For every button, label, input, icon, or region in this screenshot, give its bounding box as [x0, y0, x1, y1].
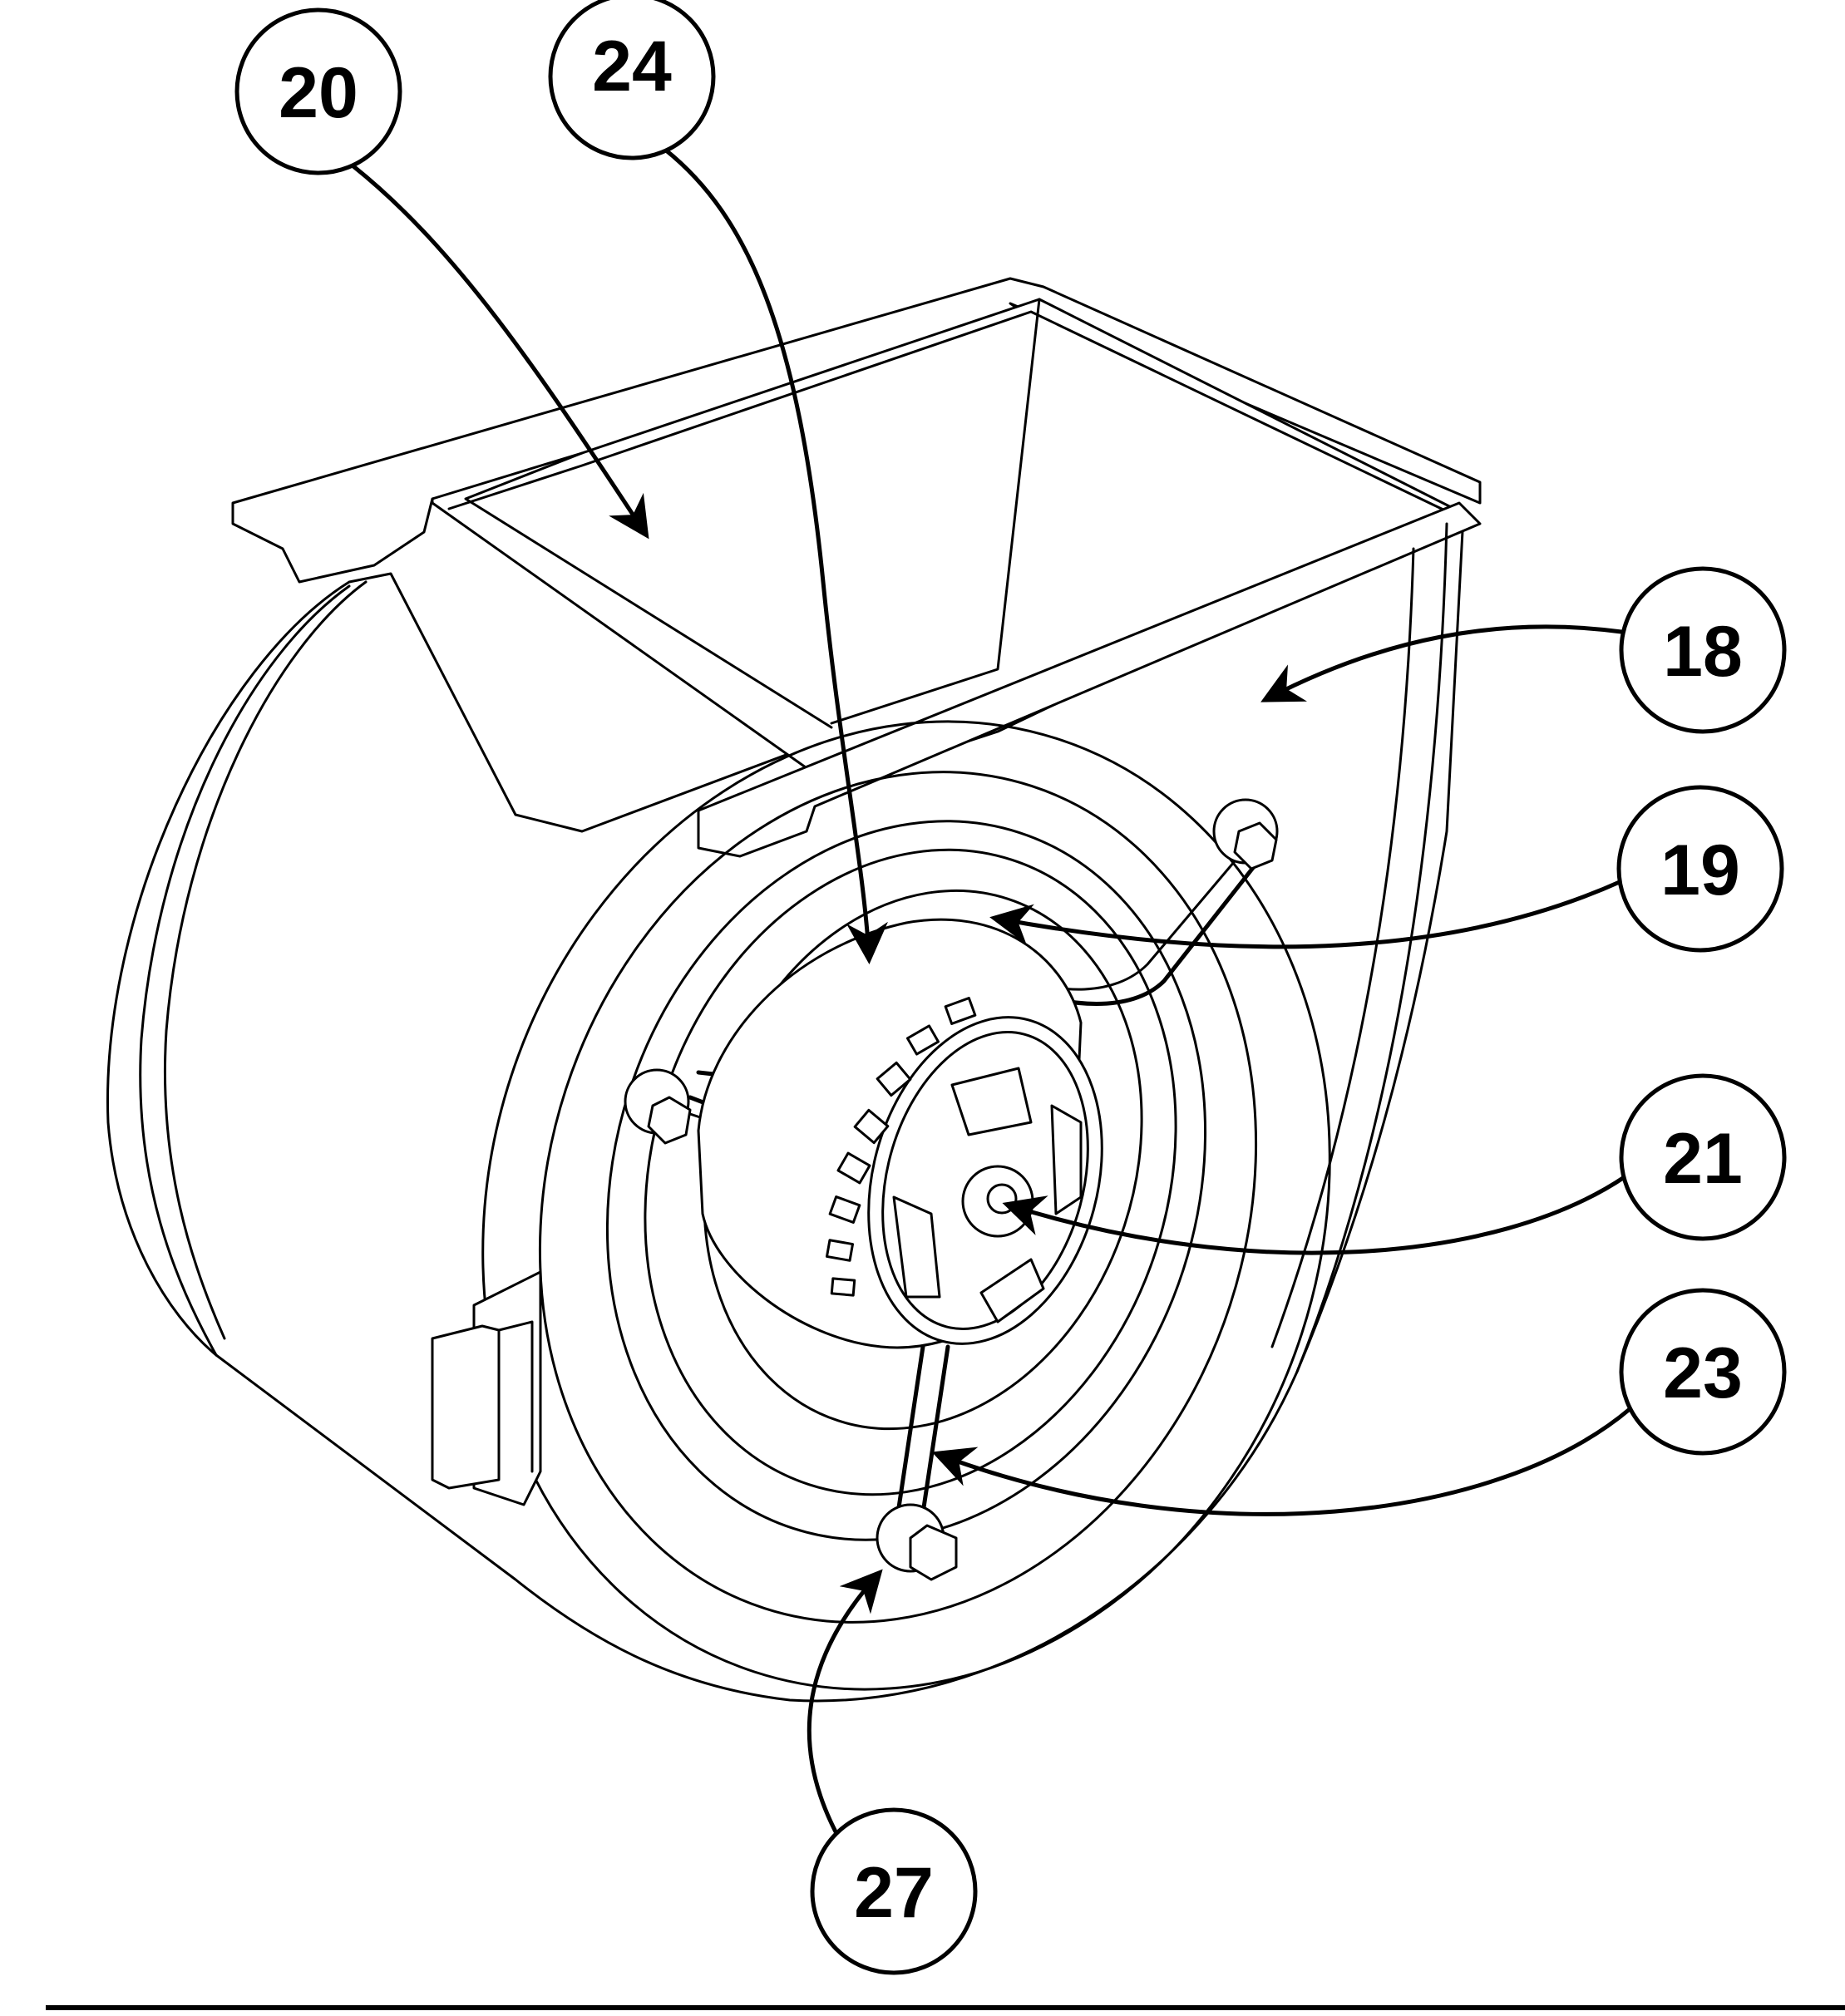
plenum-rim-inner — [447, 310, 1448, 513]
bracket-edge — [497, 1320, 534, 1473]
leader-20 — [351, 164, 649, 540]
bracket-block — [431, 1324, 501, 1490]
callout-19-label: 19 — [1660, 831, 1740, 910]
callout-18-label: 18 — [1663, 612, 1743, 692]
callout-21-label: 21 — [1663, 1119, 1743, 1199]
leader-23 — [931, 1407, 1632, 1516]
inlet-ring-2 — [538, 771, 1258, 1624]
callout-23-label: 23 — [1663, 1333, 1743, 1413]
plenum-inner-wall — [830, 298, 1041, 725]
motor-vent-bottom — [979, 1258, 1045, 1323]
bolt-left — [624, 1068, 692, 1145]
housing-front-flange — [697, 501, 1482, 858]
callout-23: 23 — [1619, 1288, 1787, 1456]
motor-vent-right — [1050, 1104, 1083, 1215]
motor-shaft — [986, 1183, 1018, 1215]
callout-19: 19 — [1616, 785, 1784, 953]
motor-end-bell-rim — [881, 1031, 1089, 1330]
callout-20-label: 20 — [279, 53, 358, 133]
leader-19 — [989, 879, 1624, 949]
motor-side-slots — [825, 997, 977, 1297]
leader-lines — [351, 147, 1632, 1856]
callout-21: 21 — [1619, 1073, 1787, 1241]
callout-24-label: 24 — [592, 27, 672, 106]
housing-scroll-edge-1 — [139, 584, 351, 1357]
callout-24: 24 — [548, 0, 716, 160]
callout-18: 18 — [1619, 566, 1787, 734]
inlet-ring-outer — [481, 720, 1331, 1691]
plenum-inner-divider — [464, 451, 833, 729]
motor-vent-left — [892, 1195, 941, 1299]
callout-20: 20 — [234, 7, 402, 175]
bolt-upper-right — [1212, 798, 1279, 870]
leader-18 — [1260, 624, 1624, 702]
mount-arm-bottom-2 — [920, 1344, 950, 1516]
side-bracket — [431, 1270, 542, 1506]
leader-21 — [1002, 1174, 1628, 1255]
bolt-bottom — [876, 1503, 958, 1581]
motor-vent-top — [950, 1067, 1033, 1136]
housing-right-side-2 — [1270, 547, 1415, 1348]
housing-right-side — [1295, 522, 1448, 1373]
leader-27 — [807, 1569, 883, 1856]
callout-27-label: 27 — [854, 1853, 934, 1933]
blower-motor — [697, 918, 1103, 1349]
housing-scroll-edge-2 — [163, 580, 368, 1340]
callout-27: 27 — [810, 1807, 978, 1975]
mount-bolts — [624, 798, 1279, 1581]
mount-arm-bottom — [895, 1344, 925, 1516]
leader-24 — [663, 147, 888, 964]
